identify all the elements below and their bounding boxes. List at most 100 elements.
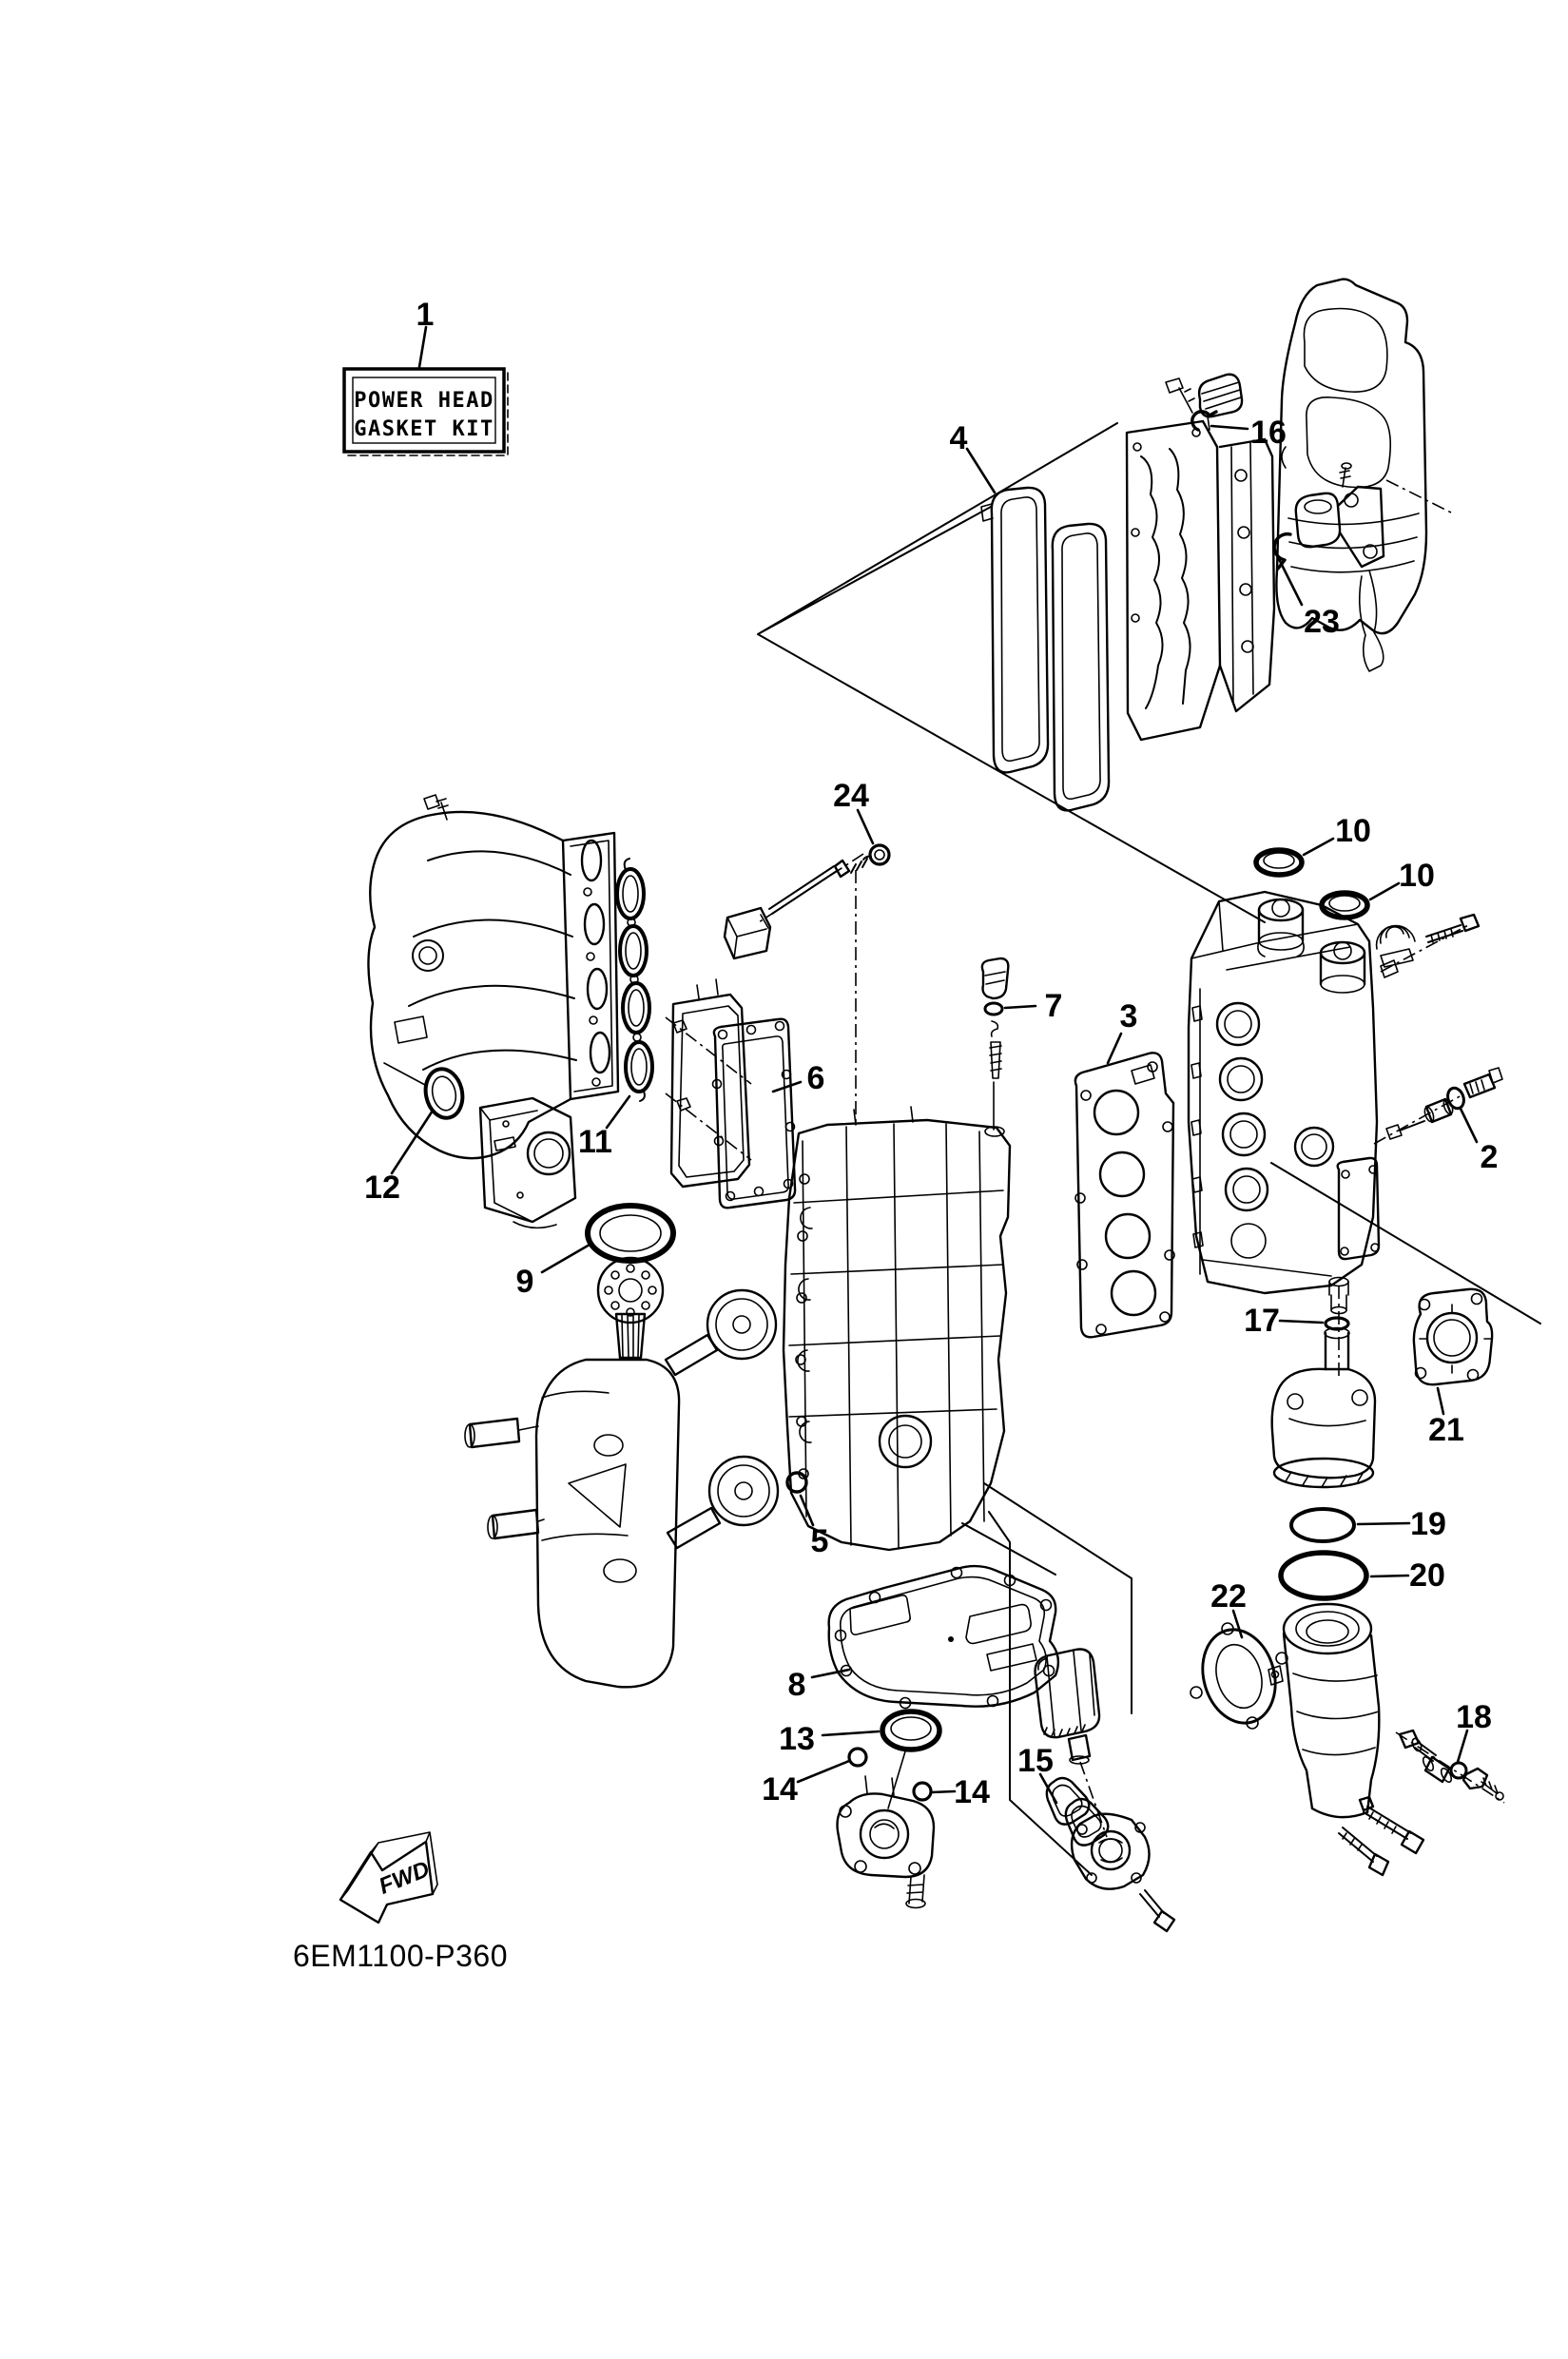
cylinder-head-part [1187,890,1381,1295]
sensor-24-part [723,843,891,1127]
anode-2-group [1373,1067,1503,1145]
fwd-direction-marker: FWD [339,1831,438,1924]
fwd-label: FWD [376,1856,434,1900]
callout-leader-12 [390,1109,435,1175]
callout-20: 20 [1409,1557,1445,1594]
cover-bolt [1165,377,1195,414]
oil-pump-part [836,1775,936,1909]
drawing-number: 6EM1100-P360 [293,1939,508,1973]
callout-17: 17 [1244,1303,1280,1339]
callout-10: 10 [1335,813,1371,849]
o-ring-12 [383,1062,465,1120]
valve-cover-gasket [980,486,1111,812]
callout-leader-24 [856,808,875,845]
exhaust-guide-bracket-part [1275,278,1428,672]
callout-leader-13 [821,1730,881,1737]
callout-15: 15 [1017,1743,1054,1779]
callout-leader-19 [1356,1521,1411,1526]
callout-leader-1 [417,325,428,369]
explosion-guide-lines [757,422,1541,1876]
callout-18: 18 [1456,1699,1492,1735]
callout-12: 12 [364,1170,400,1206]
callout-10: 10 [1399,858,1435,894]
callout-leader-21 [1436,1386,1445,1416]
oil-filter-part [1034,1648,1108,1838]
exhaust-elbow-part [1270,1276,1377,1489]
callout-leader-7 [1003,1004,1037,1010]
o-ring-14-right [912,1781,933,1802]
callout-leader-14 [930,1789,957,1794]
callout-leader-8 [810,1668,851,1679]
callout-23: 23 [1304,604,1340,640]
callout-leader-16 [1210,424,1249,431]
sensor-7-part [980,957,1010,1137]
throttle-body-part [478,1096,577,1229]
callout-21: 21 [1428,1412,1464,1448]
callout-1: 1 [416,297,435,333]
valve-stem-seal-upper [1253,847,1305,878]
cylinder-head-cover-part [1125,419,1276,742]
callout-19: 19 [1410,1506,1446,1542]
callout-leader-11 [605,1094,631,1130]
seal-13 [880,1709,942,1809]
thermostat-housing-part [1294,462,1454,569]
callout-leader-23 [1275,553,1304,607]
exhaust-cover-plate-part [665,978,752,1189]
callout-8: 8 [788,1667,806,1703]
callout-leader-4 [965,447,997,494]
exhaust-manifold-gasket [1412,1287,1494,1386]
callout-14: 14 [954,1774,990,1810]
callout-6: 6 [807,1060,825,1096]
callout-leader-9 [540,1243,591,1274]
callout-leader-18 [1456,1729,1469,1764]
callout-9: 9 [516,1264,534,1300]
callout-leader-22 [1231,1609,1244,1639]
cylinder-block-part [782,1106,1012,1552]
o-ring-19 [1289,1507,1356,1543]
callout-24: 24 [833,778,869,814]
crankshaft-assembly-part [464,1256,780,1689]
callout-leader-14 [796,1759,851,1784]
oil-pump-bracket-gaskets [1045,1776,1110,1847]
cam-retainer-and-bolt [1375,913,1481,978]
kit-label-line1: POWER HEAD [354,389,494,413]
power-head-gasket-kit-label: POWER HEAD GASKET KIT [342,367,509,456]
callout-11: 11 [578,1124,612,1160]
callout-leader-6 [771,1080,803,1093]
callout-14: 14 [762,1771,798,1808]
valve-stem-seal-lower [1319,890,1370,920]
callout-7: 7 [1045,988,1063,1024]
cylinder-head-gasket [1074,1052,1175,1339]
oil-pump-housing-part [1070,1812,1176,1933]
kit-label-line2: GASKET KIT [354,417,494,441]
callout-16: 16 [1250,415,1287,451]
callout-3: 3 [1120,998,1138,1034]
o-ring-5 [785,1471,808,1494]
crankshaft-oil-seal [585,1203,676,1264]
callout-leader-15 [1038,1772,1058,1805]
callout-leader-3 [1106,1032,1123,1065]
breather-part [1197,373,1244,431]
callout-leader-17 [1278,1319,1325,1325]
callout-13: 13 [779,1721,815,1757]
callout-leader-10 [1302,837,1335,857]
callout-4: 4 [950,420,968,456]
callout-leader-5 [799,1494,815,1527]
crankcase-lower-gasket [827,1564,1060,1710]
o-ring-16 [1191,410,1218,432]
callout-2: 2 [1481,1139,1499,1175]
muffler-part [1268,1602,1390,1877]
o-ring-20 [1278,1550,1369,1601]
intake-manifold-part [367,794,620,1160]
o-ring-14-left [847,1747,868,1768]
exhaust-cover-gasket [711,1017,797,1209]
callout-5: 5 [811,1523,829,1559]
callout-leader-2 [1459,1107,1479,1144]
callout-22: 22 [1210,1578,1247,1615]
callout-leader-10 [1368,881,1401,901]
muffler-gasket [1190,1622,1288,1730]
bolt-18-group [1358,1729,1505,1855]
